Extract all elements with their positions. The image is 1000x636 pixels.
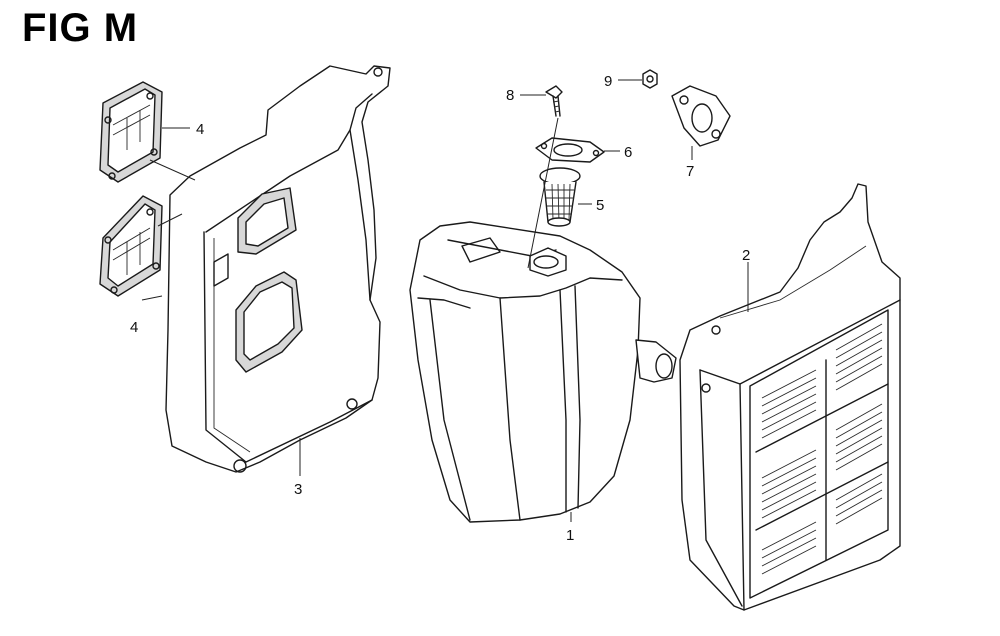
callout-7: 7 [686, 163, 694, 180]
grille-slots [755, 323, 889, 575]
part-9-nut [642, 69, 658, 89]
callout-5: 5 [596, 197, 604, 214]
part-5-spark-arrester-screen [539, 167, 581, 227]
callout-6: 6 [624, 144, 632, 161]
part-6-gasket [535, 137, 605, 163]
callout-4-upper: 4 [196, 121, 204, 138]
part-3-muffler-cover [165, 65, 391, 473]
callout-8: 8 [506, 87, 514, 104]
part-1-muffler-body [409, 221, 677, 523]
part-4-upper-plate [99, 81, 163, 183]
callout-labels: 4 4 3 1 2 5 6 7 8 9 [130, 73, 750, 544]
callout-2: 2 [742, 247, 750, 264]
figure-title: FIG M [22, 6, 139, 50]
part-2-grille-protector [679, 183, 901, 611]
leader-lines [141, 79, 749, 522]
callout-4-lower: 4 [130, 319, 138, 336]
part-4-lower-plate [99, 195, 163, 297]
callout-3: 3 [294, 481, 302, 498]
part-8-bolt [545, 85, 563, 117]
callout-1: 1 [566, 527, 574, 544]
part-7-flange-gasket [671, 85, 731, 147]
callout-9: 9 [604, 73, 612, 90]
